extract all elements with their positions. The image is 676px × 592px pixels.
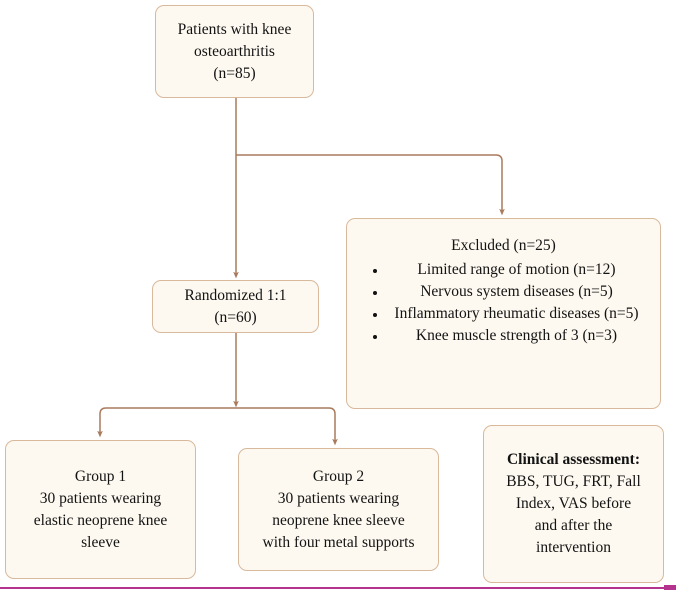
node-group1-line-1: Group 1 (74, 467, 127, 485)
node-group1-line-2: 30 patients wearing (39, 489, 162, 507)
node-excluded-item-2: Nervous system diseases (n=5) (420, 283, 613, 300)
node-group1-line-4: sleeve (81, 533, 120, 551)
node-group2-line-4: with four metal supports (262, 533, 415, 551)
node-group2-line-2: 30 patients wearing (277, 489, 400, 507)
node-group-1: Group 1 30 patients wearing elastic neop… (5, 440, 196, 579)
node-excluded-title: Excluded (n=25) (451, 237, 556, 254)
node-excluded-reason-list: Limited range of motion (n=12) Nervous s… (353, 259, 654, 347)
node-source-line-2: osteoarthritis (194, 42, 275, 60)
node-randomized-line-1: Randomized 1:1 (184, 286, 287, 304)
node-source-line-1: Patients with knee (177, 20, 292, 38)
node-excluded-item-3: Inflammatory rheumatic diseases (n=5) (394, 305, 639, 322)
node-assessment-line-4: intervention (536, 539, 611, 556)
node-excluded-item-1: Limited range of motion (n=12) (417, 261, 616, 278)
connector-randomized-to-group2 (236, 407, 338, 446)
node-assessment-line-2: Index, VAS before (515, 495, 632, 512)
node-group-2: Group 2 30 patients wearing neoprene kne… (238, 448, 439, 571)
node-assessment-line-1: BBS, TUG, FRT, Fall (506, 473, 641, 490)
connector-randomized-to-group1 (97, 407, 236, 438)
bullet-icon (373, 290, 377, 295)
node-assessment-line-3: and after the (534, 517, 613, 534)
connector-source-to-excluded (236, 154, 505, 216)
node-randomized: Randomized 1:1 (n=60) (152, 280, 319, 333)
node-excluded: Excluded (n=25) Limited range of motion … (346, 218, 661, 409)
list-item: Nervous system diseases (n=5) (353, 281, 654, 303)
node-excluded-item-4: Knee muscle strength of 3 (n=3) (415, 327, 618, 344)
list-item: Inflammatory rheumatic diseases (n=5) (353, 303, 654, 325)
node-clinical-assessment: Clinical assessment: BBS, TUG, FRT, Fall… (483, 425, 664, 583)
node-source-line-3: (n=85) (213, 64, 256, 82)
bullet-icon (373, 312, 377, 317)
node-assessment-title: Clinical assessment: (506, 451, 641, 468)
list-item: Knee muscle strength of 3 (n=3) (353, 325, 654, 347)
node-source-population: Patients with knee osteoarthritis (n=85) (155, 5, 314, 98)
page-bottom-rule (0, 587, 676, 589)
bullet-icon (373, 334, 377, 339)
list-item: Limited range of motion (n=12) (353, 259, 654, 281)
node-group1-line-3: elastic neoprene knee (33, 511, 168, 529)
node-randomized-line-2: (n=60) (214, 308, 257, 326)
node-group2-line-1: Group 2 (312, 467, 365, 485)
page-bottom-rule-cap (664, 585, 676, 590)
node-group2-line-3: neoprene knee sleeve (272, 511, 405, 529)
bullet-icon (373, 268, 377, 273)
